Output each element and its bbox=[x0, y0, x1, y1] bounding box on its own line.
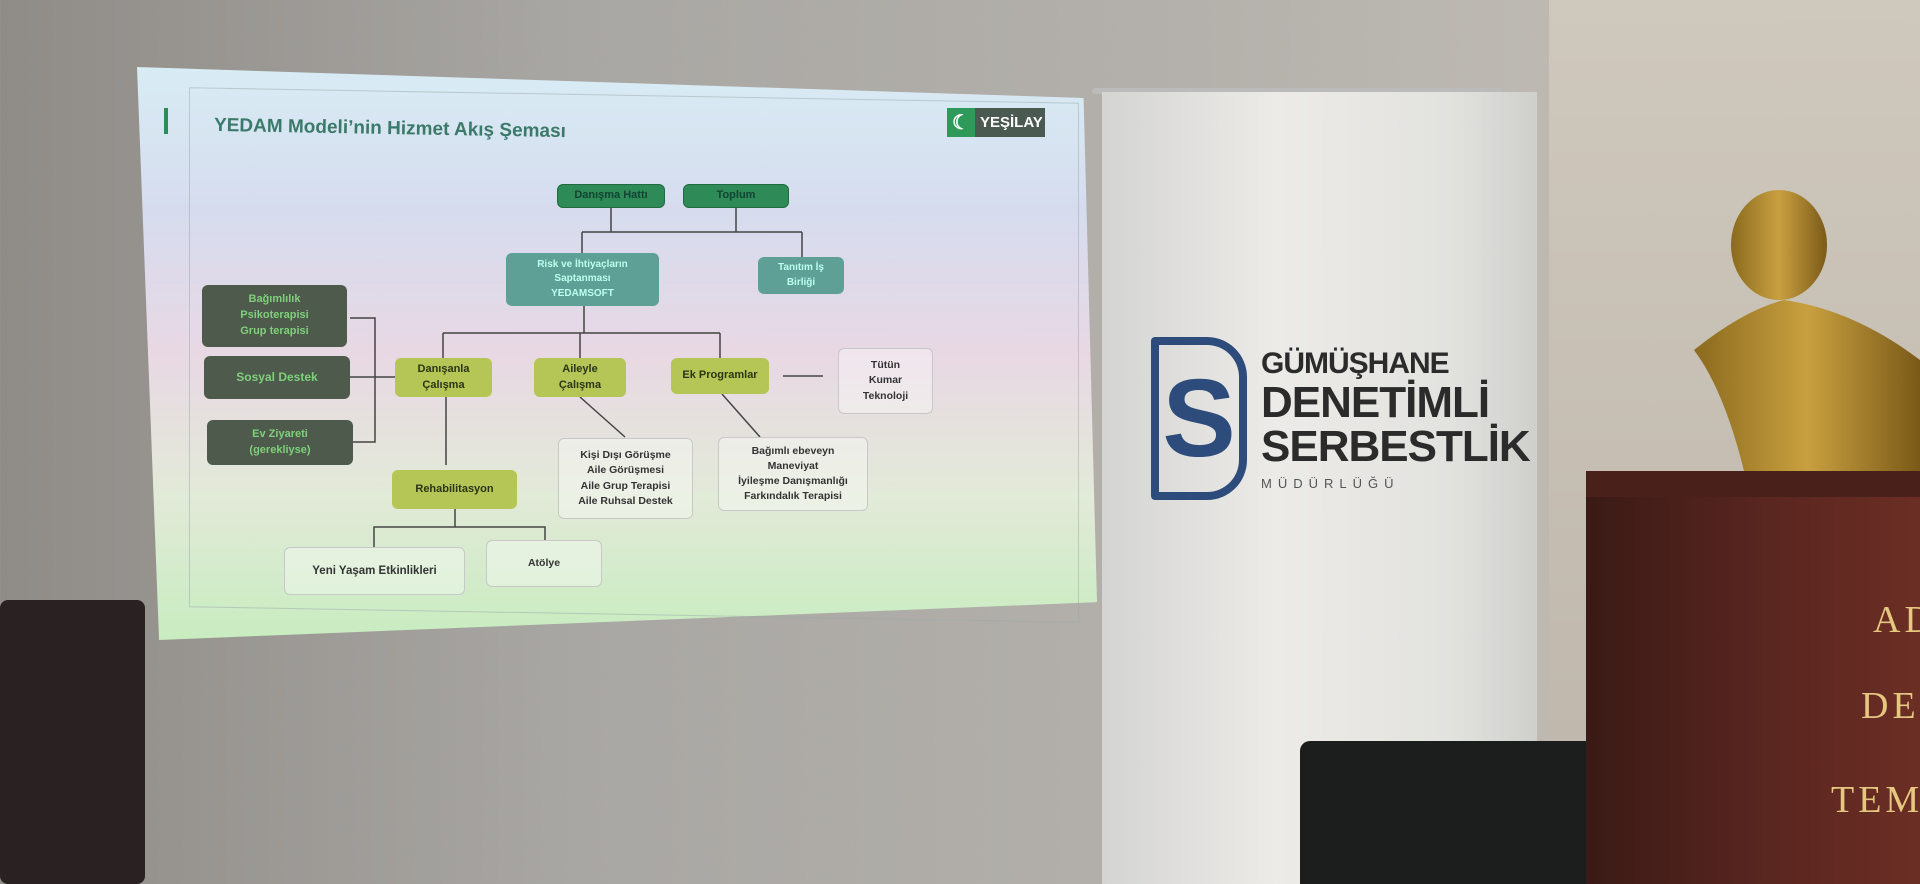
banner-rod bbox=[1092, 88, 1502, 94]
yesilay-logo: ☾ YEŞİLAY bbox=[947, 108, 1045, 137]
connector-mid bbox=[442, 306, 721, 358]
node-danisanla: Danışanla Çalışma bbox=[395, 358, 492, 397]
node-risk: Risk ve İhtiyaçların Saptanması YEDAMSOF… bbox=[506, 253, 659, 306]
node-aileyle: Aileyle Çalışma bbox=[534, 358, 626, 397]
node-ek-programlar: Ek Programlar bbox=[671, 358, 769, 394]
podium-text-2: DEV bbox=[1861, 685, 1920, 727]
title-accent bbox=[164, 108, 168, 134]
node-bagimli-ebeveyn: Bağımlı ebeveyn Maneviyat İyileşme Danış… bbox=[718, 437, 868, 511]
podium-text-3: TEM bbox=[1831, 779, 1920, 821]
node-rehabilitasyon: Rehabilitasyon bbox=[392, 470, 517, 509]
podium-top bbox=[1586, 471, 1920, 497]
node-yeni-yasam: Yeni Yaşam Etkinlikleri bbox=[284, 547, 465, 595]
podium-text-1: ADA bbox=[1873, 599, 1920, 641]
connector-top bbox=[581, 208, 803, 257]
node-sosyal-destek: Sosyal Destek bbox=[204, 356, 350, 399]
node-tanitim: Tanıtım İş Birliği bbox=[758, 257, 844, 294]
node-kisi-disi: Kişi Dışı Görüşme Aile Görüşmesi Aile Gr… bbox=[558, 438, 693, 519]
projected-slide bbox=[137, 67, 1097, 640]
node-tutun: Tütün Kumar Teknoloji bbox=[838, 348, 933, 414]
connector-sub bbox=[579, 393, 761, 438]
chair-left bbox=[0, 600, 145, 884]
connector-bottom bbox=[373, 509, 546, 547]
bust-statue bbox=[1694, 190, 1920, 471]
node-atolye: Atölye bbox=[486, 540, 602, 587]
logo-text: YEŞİLAY bbox=[980, 114, 1043, 131]
podium bbox=[1586, 471, 1920, 884]
ds-logo: S bbox=[1151, 337, 1247, 500]
node-toplum: Toplum bbox=[683, 184, 789, 208]
banner-line2: DENETİMLİ bbox=[1261, 378, 1490, 427]
node-bagimlilik: Bağımlılık Psikoterapisi Grup terapisi bbox=[202, 285, 347, 347]
node-ev-ziyareti: Ev Ziyareti (gerekliyse) bbox=[207, 420, 353, 465]
banner-line3: SERBESTLİK bbox=[1261, 422, 1531, 471]
connector-left bbox=[350, 317, 395, 443]
crescent-icon: ☾ bbox=[947, 108, 975, 137]
banner-line4: MÜDÜRLÜĞÜ bbox=[1261, 476, 1400, 491]
banner-line1: GÜMÜŞHANE bbox=[1261, 347, 1450, 380]
node-danisma-hatti: Danışma Hattı bbox=[557, 184, 665, 208]
office-chair bbox=[1300, 741, 1622, 884]
